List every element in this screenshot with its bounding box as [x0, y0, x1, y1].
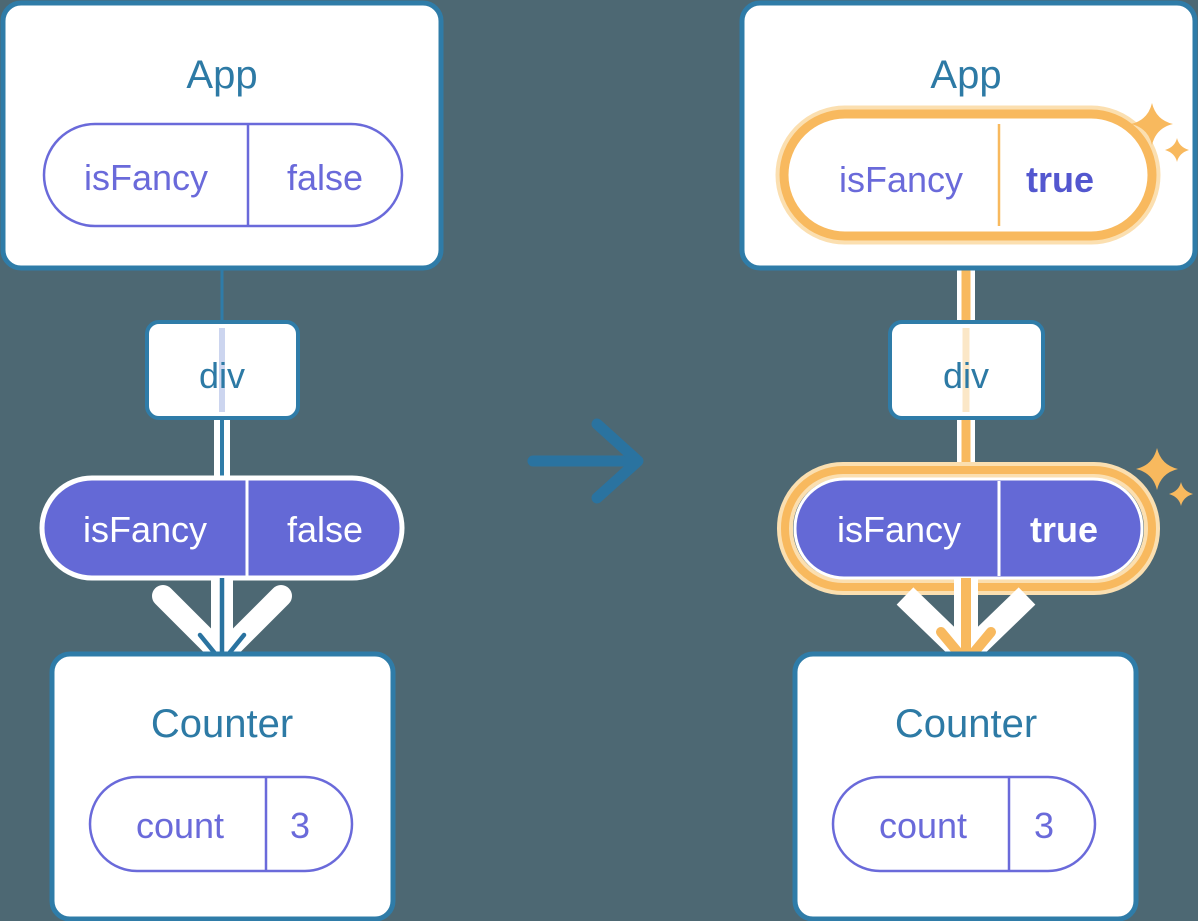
counter-state-pill-before: count 3: [88, 775, 354, 873]
counter-state-value-before: 3: [290, 805, 310, 846]
app-state-key-before: isFancy: [84, 157, 208, 198]
app-state-pill-ring-after: [779, 109, 1157, 241]
counter-title-after: Counter: [895, 702, 1037, 746]
before-panel: App isFancy false div isFancy false: [0, 0, 444, 921]
prop-key-before: isFancy: [83, 509, 207, 550]
counter-state-value-after: 3: [1034, 805, 1054, 846]
counter-state-key-before: count: [136, 805, 224, 846]
counter-state-key-after: count: [879, 805, 967, 846]
app-title-after: App: [930, 53, 1001, 97]
div-label-before: div: [199, 355, 245, 396]
div-label-after: div: [943, 355, 989, 396]
prop-key-after: isFancy: [837, 509, 961, 550]
transition-arrow: [527, 418, 644, 504]
sparkle-icon-app-large: [1131, 103, 1173, 145]
sparkle-icon-prop-small: [1169, 482, 1193, 506]
after-panel: App isFancy true div: [739, 0, 1198, 921]
counter-state-pill-after: count 3: [831, 775, 1097, 873]
counter-title-before: Counter: [151, 702, 293, 746]
div-box-after: div: [888, 320, 1045, 420]
app-state-value-before: false: [287, 157, 363, 198]
app-state-key-after: isFancy: [839, 159, 963, 200]
app-state-pill-before: isFancy false: [42, 122, 404, 228]
app-state-pill-after: isFancy true: [775, 105, 1161, 245]
sparkle-icon-app-small: [1165, 138, 1189, 162]
app-state-value-after: true: [1026, 159, 1094, 200]
prop-value-before: false: [287, 509, 363, 550]
prop-pill-before: isFancy false: [39, 475, 405, 581]
prop-pill-after: isFancy true: [777, 462, 1160, 595]
sparkle-icon-prop-large: [1136, 448, 1178, 490]
div-box-before: div: [145, 320, 300, 420]
prop-value-after: true: [1030, 509, 1098, 550]
app-title-before: App: [186, 53, 257, 97]
